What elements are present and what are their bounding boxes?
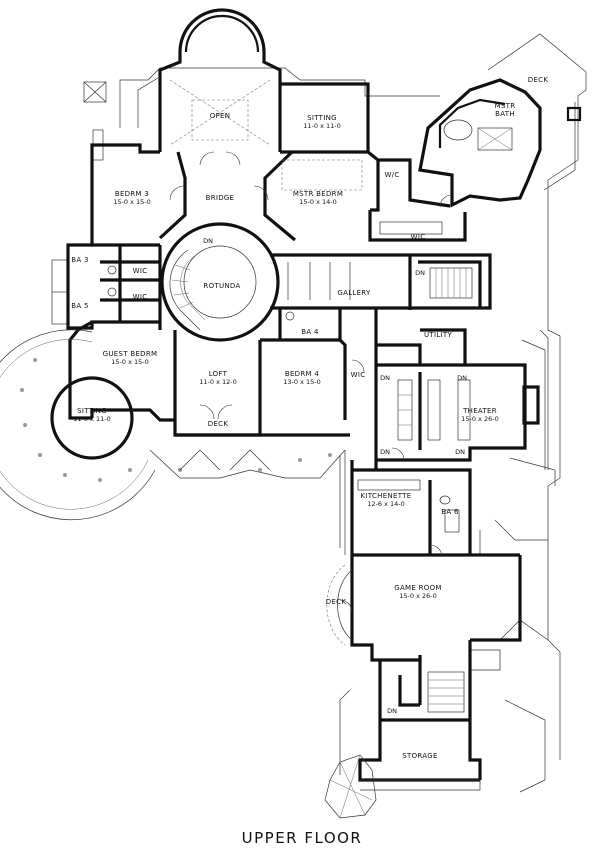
stair-gallery [429, 267, 473, 299]
label-open: OPEN [210, 112, 231, 120]
label-bedrm4: BEDRM 4 [285, 370, 320, 378]
deck-columns [20, 358, 332, 482]
dims-theater: 15-0 x 26-0 [461, 415, 498, 423]
drawing-title-group: UPPER FLOOR [242, 829, 363, 847]
label-deck-top: DECK [528, 76, 549, 84]
dims-bedrm4: 13-0 x 15-0 [283, 378, 320, 386]
dims-kitchenette: 12-6 x 14-0 [367, 500, 404, 508]
note-dn-theater-2: DN [457, 374, 467, 382]
label-gallery: GALLERY [337, 289, 371, 297]
roof-outlines [51, 33, 587, 793]
label-game-room: GAME ROOM [394, 584, 442, 592]
dims-game-room: 15-0 x 26-0 [399, 592, 436, 600]
label-wic-ba5: WIC [133, 293, 148, 301]
label-sitting-top: SITTING [307, 114, 337, 122]
label-theater: THEATER [462, 407, 497, 415]
exterior-walls [50, 8, 542, 782]
label-wic-master: W/C [384, 171, 399, 179]
stair-storage [427, 671, 465, 713]
note-dn-storage: DN [387, 707, 397, 715]
label-ba3: BA 3 [71, 256, 88, 264]
note-dn-rotunda: DN [203, 237, 213, 245]
label-mstr-bath-1: MSTR [495, 102, 516, 110]
drawing-title: UPPER FLOOR [242, 829, 363, 847]
label-wic-large: WIC [411, 233, 426, 241]
label-sitting-left: SITTING [77, 407, 107, 415]
label-mstr-bedrm: MSTR BEDRM [293, 190, 343, 198]
label-wic-ba3: WIC [133, 267, 148, 275]
note-dn-theater-1: DN [380, 374, 390, 382]
label-ba5: BA 5 [71, 302, 88, 310]
dims-guest-bedrm: 15-0 x 15-0 [111, 358, 148, 366]
dims-bedrm3: 15-0 x 15-0 [113, 198, 150, 206]
label-bedrm3: BEDRM 3 [115, 190, 149, 198]
dims-mstr-bedrm: 15-0 x 14-0 [299, 198, 336, 206]
label-guest-bedrm: GUEST BEDRM [103, 350, 158, 358]
label-deck-game: DECK [326, 598, 347, 606]
label-bridge: BRIDGE [206, 194, 235, 202]
label-kitchenette: KITCHENETTE [361, 492, 412, 500]
label-mstr-bath-2: BATH [495, 110, 515, 118]
dims-sitting-top: 11-0 x 11-0 [303, 122, 340, 130]
label-rotunda: ROTUNDA [203, 282, 240, 290]
label-ba6: BA 6 [441, 508, 459, 516]
label-wic-bedrm4: WIC [351, 371, 366, 379]
label-ba4: BA 4 [301, 328, 319, 336]
label-storage: STORAGE [402, 752, 437, 760]
label-loft: LOFT [209, 370, 228, 378]
note-dn-theater-3: DN [380, 448, 390, 456]
label-deck-mid: DECK [208, 420, 229, 428]
note-dn-gallery: DN [415, 269, 425, 277]
dims-sitting-left: 11-0 x 11-0 [73, 415, 110, 423]
label-utility: UTILITY [424, 331, 453, 339]
theater-seating [397, 379, 471, 441]
interior-details [0, 79, 582, 819]
room-labels: OPEN SITTING 11-0 x 11-0 MSTR BATH DECK … [71, 76, 548, 760]
stair-notes: DN DN DN DN DN DN DN [203, 237, 467, 715]
note-dn-theater-4: DN [455, 448, 465, 456]
dims-loft: 11-0 x 12-0 [199, 378, 236, 386]
